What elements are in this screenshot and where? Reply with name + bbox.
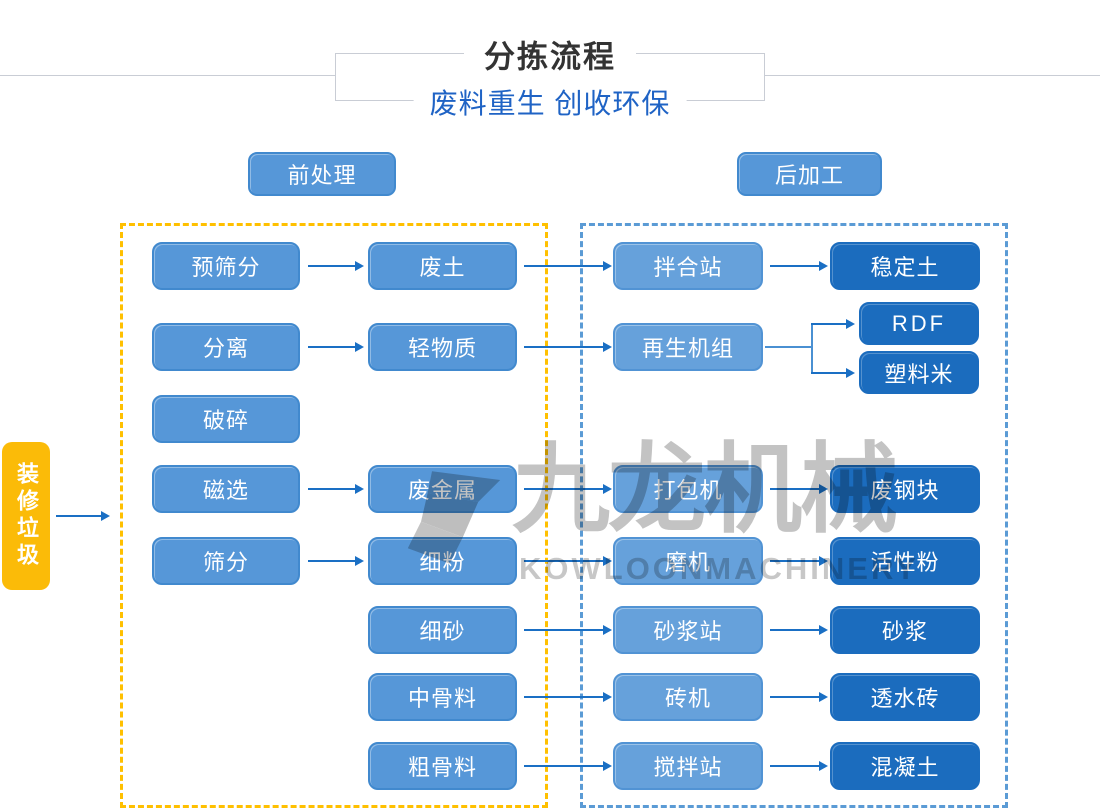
node-regeneration-unit: 再生机组: [613, 323, 763, 371]
node-plastic-pellets: 塑料米: [859, 351, 979, 394]
post-processing-container: [580, 223, 1008, 808]
arrow-coarse-to-mixingstation: [524, 761, 612, 771]
node-medium-aggregate: 中骨料: [368, 673, 517, 721]
node-scrap-steel-block: 废钢块: [830, 465, 980, 513]
tag-post-processing: 后加工: [737, 152, 882, 196]
arrow-sand-to-mortarstation: [524, 625, 612, 635]
node-magnetic-separation: 磁选: [152, 465, 300, 513]
arrow-light-to-regeneration: [524, 342, 612, 352]
arrow-source-to-pre: [56, 511, 110, 521]
arrow-metal-to-baler: [524, 484, 612, 494]
arrow-prescreen-to-soil: [308, 261, 364, 271]
node-permeable-brick: 透水砖: [830, 673, 980, 721]
node-pre-screening: 预筛分: [152, 242, 300, 290]
pre-processing-container: [120, 223, 548, 808]
page-subtitle: 废料重生 创收环保: [413, 82, 687, 122]
node-light-materials: 轻物质: [368, 323, 517, 371]
tag-pre-processing: 前处理: [248, 152, 396, 196]
arrow-mortarstation-to-mortar: [770, 625, 828, 635]
node-mortar-station: 砂浆站: [613, 606, 763, 654]
node-waste-metal: 废金属: [368, 465, 517, 513]
arrow-mixingplant-to-stabilized: [770, 261, 828, 271]
node-mortar: 砂浆: [830, 606, 980, 654]
node-separation: 分离: [152, 323, 300, 371]
arrow-aggregate-to-brickmachine: [524, 692, 612, 702]
node-stabilized-soil: 稳定土: [830, 242, 980, 290]
arrow-screening-to-powder: [308, 556, 364, 566]
node-coarse-aggregate: 粗骨料: [368, 742, 517, 790]
page-title: 分拣流程: [464, 31, 636, 77]
arrow-regeneration-to-pellets: [811, 368, 855, 378]
node-baler: 打包机: [613, 465, 763, 513]
arrow-brickmachine-to-brick: [770, 692, 828, 702]
node-crushing: 破碎: [152, 395, 300, 443]
arrow-separation-to-light: [308, 342, 364, 352]
arrow-baler-to-steel: [770, 484, 828, 494]
arrow-magnetic-to-metal: [308, 484, 364, 494]
arrow-soil-to-mixingplant: [524, 261, 612, 271]
arrow-regeneration-to-rdf: [811, 319, 855, 329]
node-mixing-plant: 拌合站: [613, 242, 763, 290]
arrow-mill-to-activepowder: [770, 556, 828, 566]
node-rdf: RDF: [859, 302, 979, 345]
node-mill: 磨机: [613, 537, 763, 585]
node-screening: 筛分: [152, 537, 300, 585]
branch-stub-line: [765, 346, 812, 348]
node-fine-sand: 细砂: [368, 606, 517, 654]
node-waste-soil: 废土: [368, 242, 517, 290]
node-brick-machine: 砖机: [613, 673, 763, 721]
node-fine-powder: 细粉: [368, 537, 517, 585]
node-active-powder: 活性粉: [830, 537, 980, 585]
arrow-powder-to-mill: [524, 556, 612, 566]
source-node-renovation-waste: 装修垃圾: [2, 442, 50, 590]
arrow-mixingstation-to-concrete: [770, 761, 828, 771]
branch-vertical-line: [811, 324, 813, 373]
node-concrete: 混凝土: [830, 742, 980, 790]
node-concrete-mixing-station: 搅拌站: [613, 742, 763, 790]
